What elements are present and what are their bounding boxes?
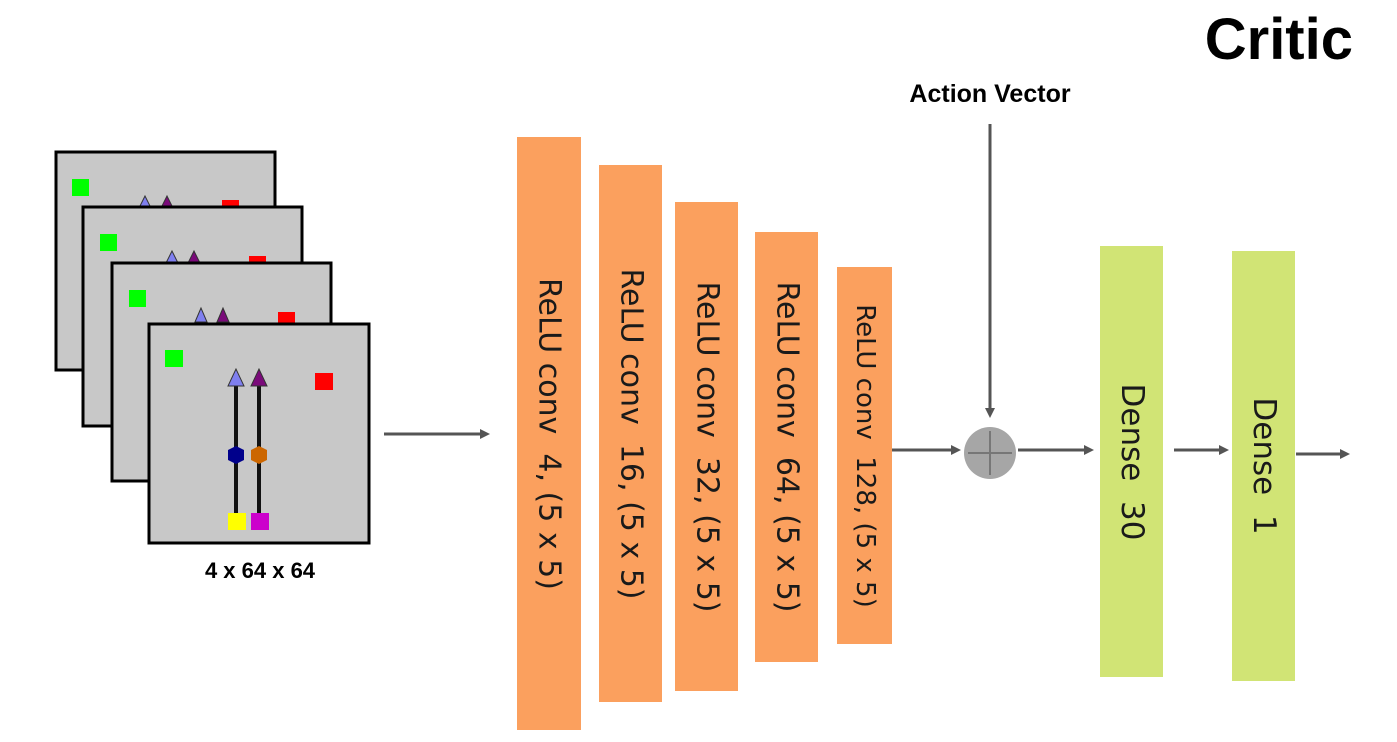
- purple-triangle: [216, 306, 230, 323]
- dense-layer-2: Dense 1: [1232, 251, 1295, 681]
- yellow-square: [228, 513, 246, 530]
- conv-layer-5-label: ReLU conv 128, (5 x 5): [849, 303, 880, 608]
- blue-triangle: [227, 367, 245, 387]
- input-frame-4: [147, 322, 371, 545]
- green-square: [100, 234, 117, 251]
- red-square: [222, 200, 239, 210]
- red-square: [278, 312, 295, 324]
- conv-layer-1: ReLU conv 4, (5 x 5): [517, 137, 581, 730]
- action-vector-label: Action Vector: [909, 80, 1071, 108]
- purple-triangle: [250, 367, 268, 387]
- input-frame-stack: [54, 150, 371, 545]
- conv-layer-1-label: ReLU conv 4, (5 x 5): [531, 277, 567, 590]
- green-square: [165, 350, 183, 367]
- conv-layer-3-label: ReLU conv 32, (5 x 5): [689, 280, 724, 613]
- conv-layer-2: ReLU conv 16, (5 x 5): [599, 165, 662, 702]
- input-shape-label: 4 x 64 x 64: [204, 558, 316, 583]
- green-square: [129, 290, 146, 307]
- navy-dot: [228, 446, 244, 464]
- red-square: [315, 373, 333, 390]
- red-square: [249, 256, 266, 264]
- diagram-title: Critic: [1204, 7, 1353, 72]
- green-square: [72, 179, 89, 196]
- magenta-square: [251, 513, 269, 530]
- blue-triangle: [194, 306, 208, 323]
- dense-layer-1-label: Dense 30: [1113, 383, 1150, 540]
- conv-layer-2-label: ReLU conv 16, (5 x 5): [613, 267, 648, 600]
- dense-layer-1: Dense 30: [1100, 246, 1163, 677]
- concat-merge-node: [964, 427, 1016, 479]
- dense-layer-2-label: Dense 1: [1245, 397, 1282, 535]
- conv-layer-5: ReLU conv 128, (5 x 5): [837, 267, 892, 644]
- conv-layer-3: ReLU conv 32, (5 x 5): [675, 202, 738, 691]
- conv-layer-4-label: ReLU conv 64, (5 x 5): [769, 281, 804, 613]
- orange-dot: [251, 446, 267, 464]
- conv-layer-4: ReLU conv 64, (5 x 5): [755, 232, 818, 662]
